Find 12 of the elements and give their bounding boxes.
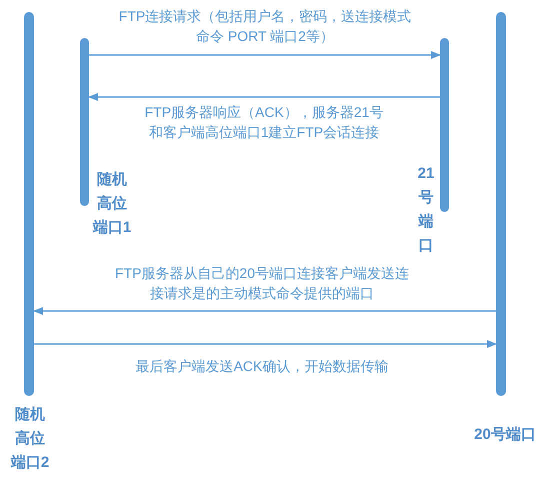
lifeline-bar xyxy=(24,12,34,396)
port-label: 随机高位端口1 xyxy=(92,170,132,238)
port-label: 20号端口 xyxy=(474,425,536,445)
arrow xyxy=(34,340,497,348)
lifeline-bar xyxy=(440,38,449,212)
lifeline-bar xyxy=(80,38,89,206)
port-label: 21号端口 xyxy=(416,164,436,256)
arrow xyxy=(89,51,441,59)
arrow xyxy=(88,93,440,101)
arrow xyxy=(33,307,496,315)
port-label: 随机高位端口2 xyxy=(10,405,50,473)
lifeline-bar xyxy=(496,12,506,396)
